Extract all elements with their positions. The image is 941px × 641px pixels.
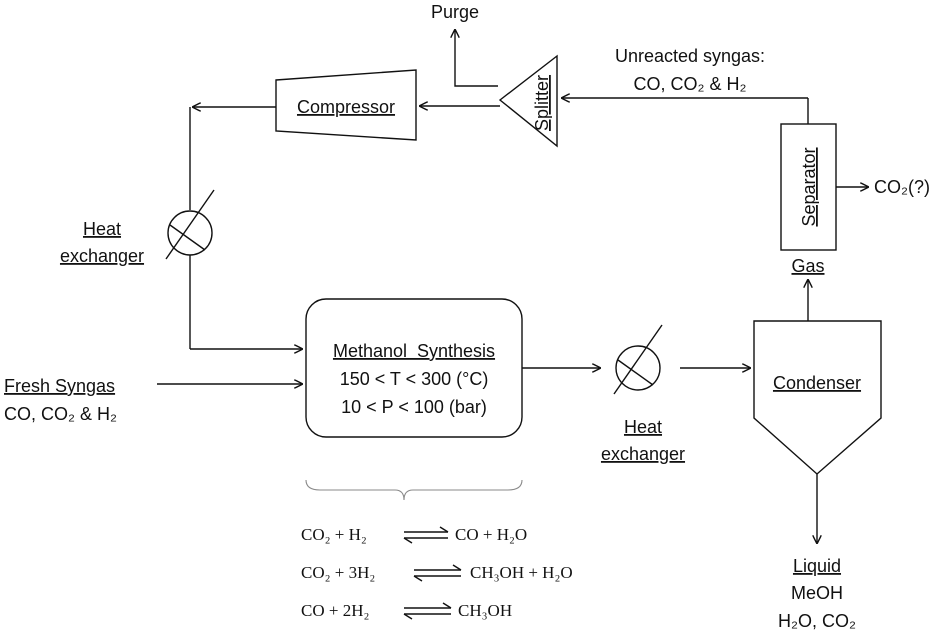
liquid-label: Liquid: [793, 556, 841, 576]
heat-exchanger-bottom-tube: [613, 324, 663, 395]
methanol-synthesis-label: Methanol Synthesis: [333, 341, 495, 361]
heat-exchanger-top-label: Heat: [83, 219, 121, 239]
fresh-syngas-components: CO, CO₂ & H₂: [4, 404, 117, 424]
splitter: [498, 54, 558, 148]
unreacted-syngas-components: CO, CO₂ & H₂: [634, 74, 747, 94]
pressure-condition: 10 < P < 100 (bar): [341, 397, 487, 417]
heat-exchanger-top: [167, 210, 213, 256]
heat-exchanger-bottom: [615, 345, 661, 391]
separator: [780, 123, 837, 251]
unreacted-syngas-label: Unreacted syngas:: [615, 46, 765, 66]
temperature-condition: 150 < T < 300 (°C): [340, 369, 489, 389]
reaction-3-lhs: CO + 2H₂: [301, 601, 369, 620]
reaction-3-rhs: CH₃OH: [458, 601, 512, 620]
heat-exchanger-top-tube: [165, 189, 215, 260]
liquid-h2o-co2: H₂O, CO₂: [778, 611, 856, 631]
compressor-label: Compressor: [297, 97, 395, 117]
co2-label: CO₂(?): [874, 177, 930, 197]
reaction-2-lhs: CO₂ + 3H₂: [301, 563, 375, 582]
purge-label: Purge: [431, 2, 479, 22]
condenser: [753, 320, 882, 475]
heat-exchanger-bottom-label-2: exchanger: [601, 444, 685, 464]
reaction-1-rhs: CO + H₂O: [455, 525, 527, 544]
liquid-meoh: MeOH: [791, 583, 843, 603]
reaction-3: CO + 2H₂ CH₃OH: [301, 601, 512, 620]
reaction-1: CO₂ + H₂ CO + H₂O: [301, 525, 527, 544]
heat-exchanger-bottom-label: Heat: [624, 417, 662, 437]
heat-exchanger-top-label-2: exchanger: [60, 246, 144, 266]
gas-label: Gas: [791, 256, 824, 276]
splitter-label: Splitter: [532, 75, 552, 131]
heat-exchanger-top-diagonal: [169, 224, 206, 251]
separator-label: Separator: [799, 147, 819, 226]
purge-stream: [455, 30, 498, 87]
reactions-brace: [305, 479, 523, 501]
reaction-2: CO₂ + 3H₂ CH₃OH + H₂O: [301, 563, 573, 582]
compressor: [275, 69, 417, 141]
reaction-1-lhs: CO₂ + H₂: [301, 525, 367, 544]
fresh-syngas-label: Fresh Syngas: [4, 376, 115, 396]
condenser-label: Condenser: [773, 373, 861, 393]
heat-exchanger-bottom-diagonal: [617, 359, 654, 386]
reaction-2-rhs: CH₃OH + H₂O: [470, 563, 573, 582]
